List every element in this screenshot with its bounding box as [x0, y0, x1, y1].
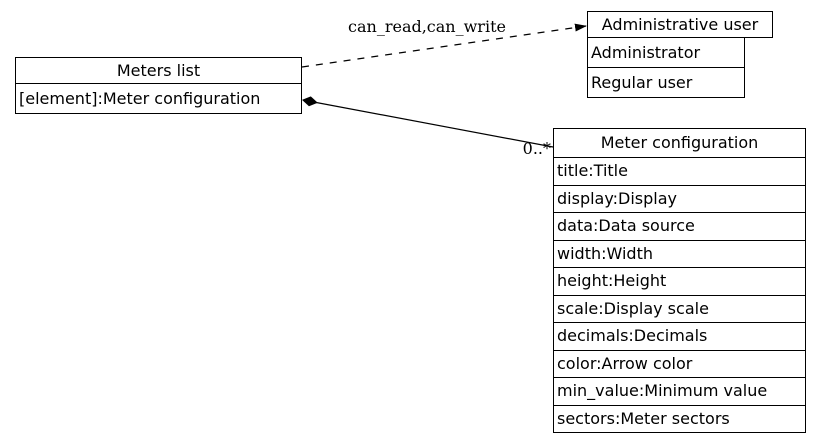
attribute-row: sectors:Meter sectors: [553, 404, 806, 433]
node-title: Meters list: [15, 57, 302, 84]
attribute-row: data:Data source: [553, 212, 806, 241]
node-meters-list: Meters list [element]:Meter configuratio…: [15, 57, 302, 114]
attribute-row: scale:Display scale: [553, 294, 806, 323]
attribute-row: Administrator: [587, 37, 745, 68]
attribute-row: color:Arrow color: [553, 349, 806, 378]
node-title: Meter configuration: [553, 128, 806, 158]
attribute-row: height:Height: [553, 267, 806, 296]
attribute-row: display:Display: [553, 184, 806, 213]
edge-label-permissions: can_read,can_write: [348, 17, 506, 36]
node-meter-configuration: Meter configuration title:Title display:…: [553, 128, 806, 433]
attribute-row: title:Title: [553, 157, 806, 186]
attribute-row: width:Width: [553, 239, 806, 268]
attribute-row: [element]:Meter configuration: [15, 83, 302, 114]
attribute-row: decimals:Decimals: [553, 322, 806, 351]
node-administrative-user: Administrative user Administrator Regula…: [587, 11, 773, 98]
attribute-row: Regular user: [587, 67, 745, 98]
node-title: Administrative user: [587, 11, 773, 38]
attribute-row: min_value:Minimum value: [553, 377, 806, 406]
edge-label-multiplicity: 0..*: [522, 139, 551, 158]
